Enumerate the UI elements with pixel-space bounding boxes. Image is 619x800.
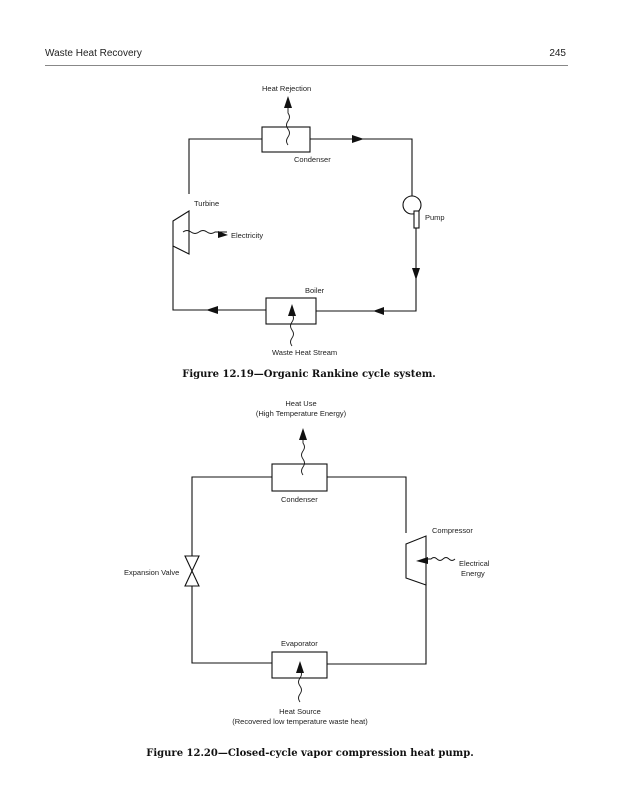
pump-label: Pump (425, 213, 445, 222)
pipe-pump-down (316, 228, 417, 312)
pipe-condenser-left (191, 476, 272, 556)
electrical-energy-wavy-line (423, 557, 456, 561)
heat-use-wavy-arrow (301, 436, 305, 476)
header-rule (45, 65, 568, 66)
waste-heat-stream-label: Waste Heat Stream (272, 348, 337, 357)
pipe-top-right (310, 138, 413, 196)
condenser-box (261, 126, 311, 153)
pipe-boiler-left (172, 246, 266, 311)
heat-use-label: Heat Use (285, 399, 316, 408)
flow-arrow-icon (373, 307, 384, 315)
heat-use-arrow-icon (299, 428, 307, 440)
pipe-top-left (188, 138, 262, 194)
heat-rejection-arrow-icon (284, 96, 292, 108)
condenser-box (271, 463, 328, 492)
figure-12-20-caption: Figure 12.20—Closed-cycle vapor compress… (146, 748, 473, 759)
heat-rejection-label: Heat Rejection (262, 84, 311, 93)
running-title: Waste Heat Recovery (45, 48, 142, 59)
figure-12-20-heat-pump: Heat Use (High Temperature Energy) Conde… (124, 399, 490, 759)
evaporator-label: Evaporator (281, 639, 318, 648)
heat-use-sublabel: (High Temperature Energy) (256, 409, 347, 418)
waste-heat-arrow-icon (288, 304, 296, 316)
flow-arrow-icon (206, 306, 218, 314)
pipe-valve-down (191, 586, 272, 664)
expansion-valve-symbol (184, 555, 200, 573)
expansion-valve-label: Expansion Valve (124, 568, 179, 577)
heat-source-sublabel: (Recovered low temperature waste heat) (232, 717, 368, 726)
waste-heat-wavy-arrow (290, 312, 294, 347)
electrical-energy-sublabel: Energy (461, 569, 485, 578)
figure-12-19-caption: Figure 12.19—Organic Rankine cycle syste… (182, 369, 436, 380)
electricity-arrow-icon (218, 231, 228, 238)
electrical-energy-label: Electrical (459, 559, 490, 568)
turbine-symbol (172, 210, 190, 255)
page-number: 245 (549, 48, 566, 59)
boiler-label: Boiler (305, 286, 325, 295)
pipe-condenser-right (327, 476, 407, 533)
flow-arrow-icon (412, 268, 420, 280)
electrical-energy-arrow-icon (416, 557, 428, 564)
pipe-evaporator-right (327, 582, 427, 665)
turbine-label: Turbine (194, 199, 219, 208)
pump-outlet (413, 210, 420, 229)
pump-symbol (402, 195, 422, 215)
condenser-label: Condenser (294, 155, 331, 164)
flow-arrow-icon (352, 135, 364, 143)
electricity-wavy-line (182, 230, 227, 234)
compressor-label: Compressor (432, 526, 473, 535)
heat-source-arrow-icon (296, 661, 304, 673)
heat-rejection-wavy-arrow (286, 104, 290, 146)
electricity-label: Electricity (231, 231, 263, 240)
compressor-symbol (405, 535, 427, 586)
figure-12-19-rankine: Heat Rejection Condenser Turbine Electri… (172, 84, 445, 380)
heat-source-label: Heat Source (279, 707, 321, 716)
condenser-label: Condenser (281, 495, 318, 504)
expansion-valve-symbol-lower (184, 569, 200, 587)
heat-source-wavy-arrow (298, 669, 302, 703)
